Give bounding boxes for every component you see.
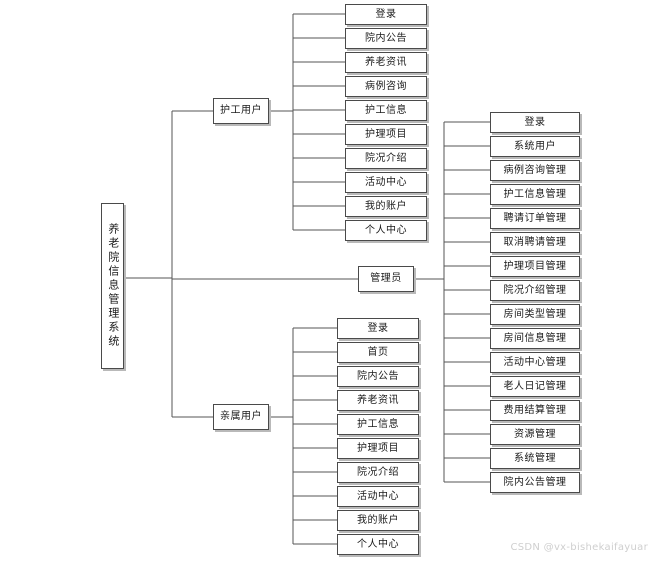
leaf-node-family-8[interactable]: 我的账户 [337,510,419,531]
leaf-node-caregiver-9[interactable]: 个人中心 [345,220,427,241]
leaf-node-caregiver-8[interactable]: 我的账户 [345,196,427,217]
leaf-node-administrator-10[interactable]: 活动中心管理 [490,352,580,373]
leaf-node-family-1[interactable]: 首页 [337,342,419,363]
leaf-node-caregiver-0[interactable]: 登录 [345,4,427,25]
leaf-node-family-5[interactable]: 护理项目 [337,438,419,459]
root-node-system[interactable]: 养老院信息管理系统 [101,203,124,369]
leaf-node-administrator-8[interactable]: 房间类型管理 [490,304,580,325]
leaf-node-family-7[interactable]: 活动中心 [337,486,419,507]
leaf-node-administrator-6[interactable]: 护理项目管理 [490,256,580,277]
leaf-node-caregiver-5[interactable]: 护理项目 [345,124,427,145]
leaf-node-family-0[interactable]: 登录 [337,318,419,339]
leaf-node-administrator-7[interactable]: 院况介绍管理 [490,280,580,301]
branch-node-administrator[interactable]: 管理员 [358,266,414,292]
leaf-node-administrator-5[interactable]: 取消聘请管理 [490,232,580,253]
leaf-node-family-6[interactable]: 院况介绍 [337,462,419,483]
leaf-node-administrator-1[interactable]: 系统用户 [490,136,580,157]
leaf-node-administrator-9[interactable]: 房间信息管理 [490,328,580,349]
leaf-node-administrator-2[interactable]: 病例咨询管理 [490,160,580,181]
leaf-node-administrator-3[interactable]: 护工信息管理 [490,184,580,205]
leaf-node-caregiver-3[interactable]: 病例咨询 [345,76,427,97]
branch-node-caregiver[interactable]: 护工用户 [213,98,269,124]
leaf-node-administrator-12[interactable]: 费用结算管理 [490,400,580,421]
leaf-node-caregiver-1[interactable]: 院内公告 [345,28,427,49]
leaf-node-family-2[interactable]: 院内公告 [337,366,419,387]
leaf-node-family-3[interactable]: 养老资讯 [337,390,419,411]
leaf-node-administrator-0[interactable]: 登录 [490,112,580,133]
leaf-node-caregiver-2[interactable]: 养老资讯 [345,52,427,73]
leaf-node-caregiver-7[interactable]: 活动中心 [345,172,427,193]
leaf-node-family-9[interactable]: 个人中心 [337,534,419,555]
leaf-node-administrator-13[interactable]: 资源管理 [490,424,580,445]
watermark-text: CSDN @vx-bishekaifayuar [510,542,648,553]
leaf-node-caregiver-4[interactable]: 护工信息 [345,100,427,121]
branch-node-family[interactable]: 亲属用户 [213,404,269,430]
leaf-node-administrator-11[interactable]: 老人日记管理 [490,376,580,397]
leaf-node-caregiver-6[interactable]: 院况介绍 [345,148,427,169]
leaf-node-family-4[interactable]: 护工信息 [337,414,419,435]
leaf-node-administrator-4[interactable]: 聘请订单管理 [490,208,580,229]
leaf-node-administrator-15[interactable]: 院内公告管理 [490,472,580,493]
leaf-node-administrator-14[interactable]: 系统管理 [490,448,580,469]
